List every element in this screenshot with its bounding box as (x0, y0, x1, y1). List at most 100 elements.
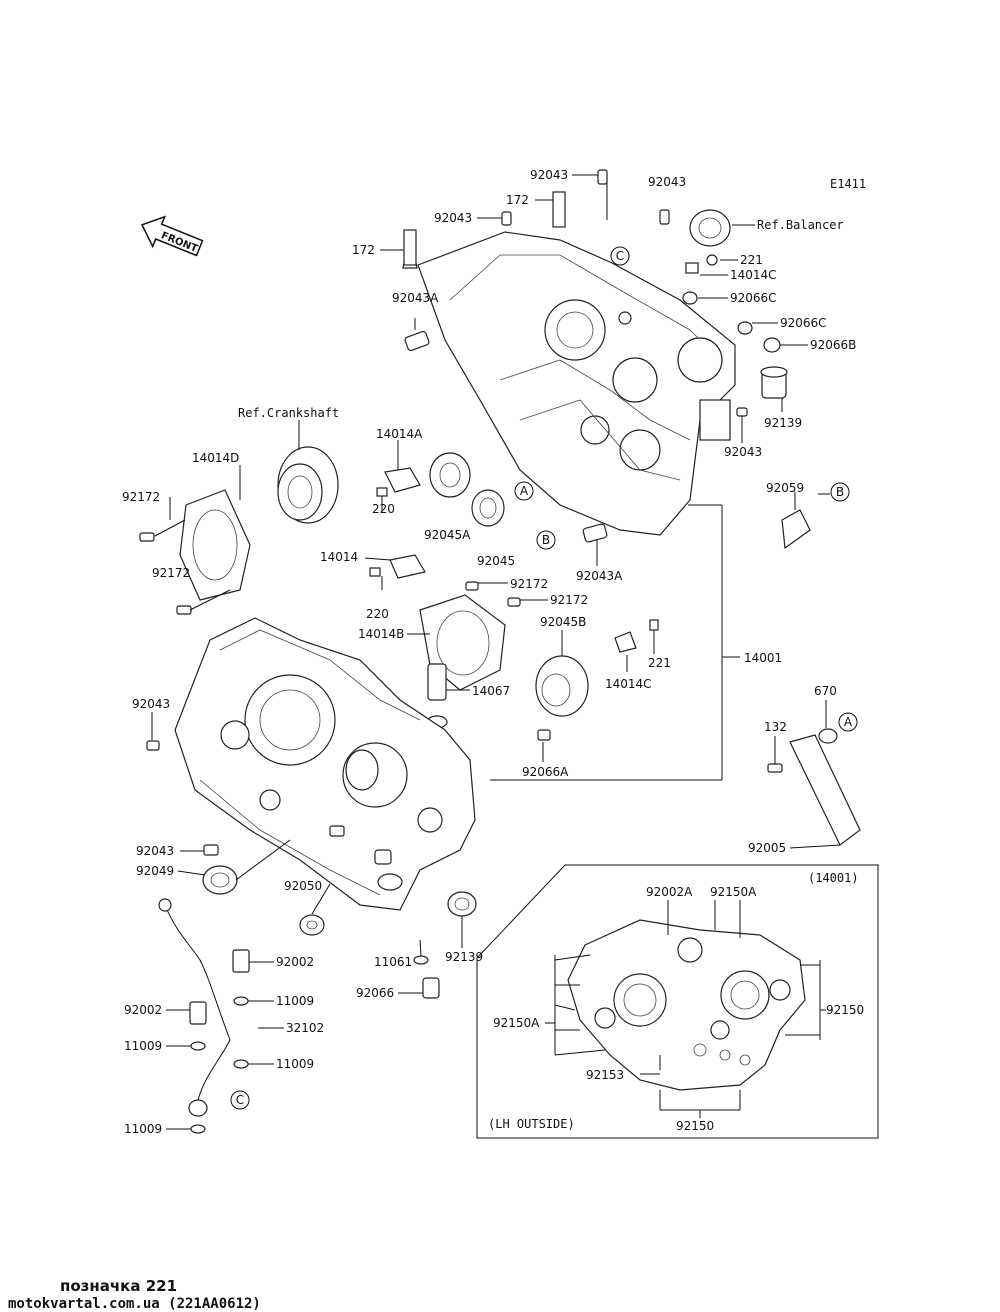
part-label: 92043 (132, 697, 170, 711)
plates-14014A-14014 (369, 467, 426, 579)
drain-plug (413, 955, 440, 999)
part-label: 92043 (434, 211, 472, 225)
svg-text:C: C (236, 1093, 244, 1107)
part-label: 92005 (748, 841, 786, 855)
part-label: 172 (506, 193, 529, 207)
part-label: 92066A (522, 765, 569, 779)
part-92059 (781, 509, 811, 550)
left-crankcase-half (174, 617, 476, 911)
svg-text:B: B (836, 485, 844, 499)
svg-text:A: A (520, 484, 529, 498)
part-label: 221 (740, 253, 763, 267)
ref-balancer-label: Ref.Balancer (757, 218, 844, 232)
breather-92005 (767, 728, 861, 846)
callout-A-1: A (514, 481, 534, 501)
part-label: 92043A (392, 291, 439, 305)
inset-subtitle: (LH OUTSIDE) (488, 1117, 575, 1131)
part-label: 11009 (124, 1039, 162, 1053)
ref-crankshaft-label: Ref.Crankshaft (238, 406, 339, 420)
plate-14014D (179, 489, 251, 601)
part-label: 92066B (810, 338, 856, 352)
part-label: 92002 (276, 955, 314, 969)
part-label: 220 (366, 607, 389, 621)
bearing-92045B (535, 655, 589, 717)
part-label: 92045A (424, 528, 471, 542)
right-small-parts (582, 254, 788, 543)
crankshaft-bearing (277, 446, 339, 524)
part-label: 92066 (356, 986, 394, 1000)
part-14067 (426, 663, 448, 729)
callout-B-1: B (536, 530, 556, 550)
part-label: 92066C (730, 291, 777, 305)
part-label: 92150A (710, 885, 757, 899)
footer-source: motokvartal.com.ua (221AA0612) (8, 1296, 261, 1312)
part-label: 92002A (646, 885, 693, 899)
part-label: 14014A (376, 427, 423, 441)
part-label: 92045 (477, 554, 515, 568)
part-label: 92139 (445, 950, 483, 964)
part-label: 92172 (510, 577, 548, 591)
part-label: 92150 (676, 1119, 714, 1133)
part-label: 14014D (192, 451, 239, 465)
right-crankcase-half (417, 231, 736, 536)
seal-92050 (299, 914, 325, 936)
bearing-92045A (429, 452, 471, 498)
part-label: 92043A (576, 569, 623, 583)
part-label: 92059 (766, 481, 804, 495)
part-label: 92002 (124, 1003, 162, 1017)
inset-title: (14001) (808, 871, 859, 885)
svg-text:B: B (542, 533, 550, 547)
part-label: 11009 (276, 1057, 314, 1071)
part-label: 14001 (744, 651, 782, 665)
callout-C-2: C (230, 1090, 250, 1110)
banjo-bolts-92002 (189, 949, 250, 1025)
part-label: 670 (814, 684, 837, 698)
inset-lh-outside: (14001) (LH OUTSIDE) (476, 864, 879, 1139)
part-label: 92043 (136, 844, 174, 858)
part-label: 14014B (358, 627, 404, 641)
part-label: 220 (372, 502, 395, 516)
part-label: 92150A (493, 1016, 540, 1030)
leader-lines (151, 174, 841, 1130)
washers-11009 (190, 996, 249, 1134)
part-label: 92172 (550, 593, 588, 607)
bracket-14014C (614, 619, 659, 653)
part-label: 92066C (780, 316, 827, 330)
callout-B-2: B (830, 482, 850, 502)
svg-text:C: C (616, 249, 624, 263)
part-label: 92172 (122, 490, 160, 504)
footer-caption: позначка 221 (60, 1277, 178, 1295)
part-number-labels: 92043 172 92043 172 92043 221 14014C 920… (122, 168, 864, 1136)
svg-text:A: A (844, 715, 853, 729)
part-label: 221 (648, 656, 671, 670)
part-label: 92150 (826, 1003, 864, 1017)
part-label: 11061 (374, 955, 412, 969)
part-label: 14014C (730, 268, 777, 282)
part-label: 11009 (124, 1122, 162, 1136)
callout-A-2: A (838, 712, 858, 732)
part-label: 172 (352, 243, 375, 257)
part-label: 92050 (284, 879, 322, 893)
part-label: 92043 (724, 445, 762, 459)
diagram-code: E1411 (830, 177, 866, 191)
part-label: 92043 (530, 168, 568, 182)
part-label: 92043 (648, 175, 686, 189)
part-label: 11009 (276, 994, 314, 1008)
part-label: 14014C (605, 677, 652, 691)
oil-seal-92049 (202, 865, 238, 895)
dowel-pins-left (146, 740, 219, 856)
part-label: 92049 (136, 864, 174, 878)
front-arrow-icon: FRONT (140, 215, 204, 257)
balancer-bearing (689, 209, 731, 247)
oil-pipe-32102 (158, 898, 231, 1117)
part-label: 92139 (764, 416, 802, 430)
plug-92066A (537, 729, 551, 741)
part-label: 92172 (152, 566, 190, 580)
screws-92172 (139, 532, 521, 615)
part-label: 132 (764, 720, 787, 734)
part-label: 92153 (586, 1068, 624, 1082)
part-label: 92045B (540, 615, 586, 629)
part-label: 14067 (472, 684, 510, 698)
part-label: 14014 (320, 550, 358, 564)
